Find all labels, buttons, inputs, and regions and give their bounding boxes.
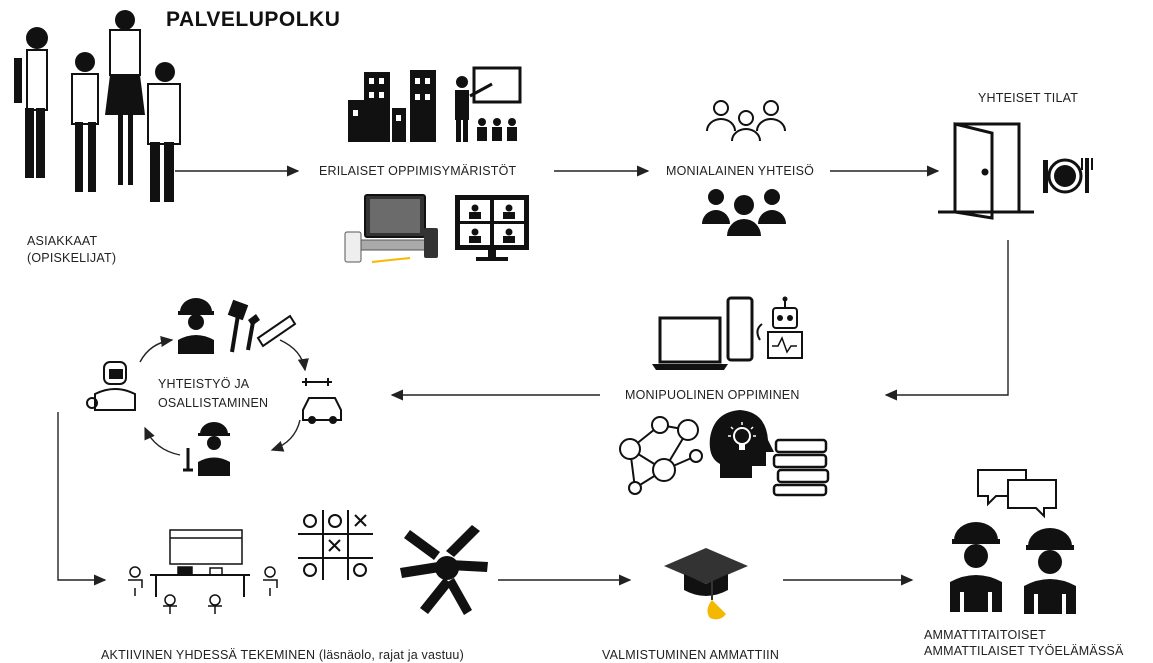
network-people-icon bbox=[619, 416, 703, 495]
tic-tac-toe-icon bbox=[298, 510, 373, 580]
community-outline-icon bbox=[706, 100, 786, 142]
label-multidisciplinary-community: MONIALAINEN YHTEISÖ bbox=[666, 164, 815, 178]
graduation-cap-icon bbox=[664, 548, 748, 620]
label-clients: ASIAKKAAT (OPISKELIJAT) bbox=[27, 234, 117, 265]
students-group-icon bbox=[14, 10, 181, 202]
label-learning-environments: ERILAISET OPPIMISYMÄRISTÖT bbox=[319, 164, 517, 178]
video-conference-icon bbox=[455, 195, 529, 261]
cooperation-cycle-arrows bbox=[139, 335, 309, 456]
books-icon bbox=[772, 438, 830, 497]
flow-arrows bbox=[57, 165, 1009, 586]
meeting-room-icon bbox=[128, 529, 278, 614]
community-filled-icon bbox=[702, 189, 786, 236]
car-repair-icon bbox=[302, 378, 342, 424]
professionals-icon bbox=[950, 522, 1076, 614]
welder-icon bbox=[86, 361, 136, 411]
diagram-title: PALVELUPOLKU bbox=[166, 8, 341, 31]
laptop-phone-robot-icon bbox=[652, 296, 803, 370]
label-versatile-learning: MONIPUOLINEN OPPIMINEN bbox=[625, 388, 800, 402]
electrician-icon bbox=[183, 422, 230, 476]
label-active-doing: AKTIIVINEN YHDESSÄ TEKEMINEN (läsnäolo, … bbox=[101, 648, 464, 662]
plate-cutlery-icon bbox=[1043, 158, 1093, 194]
label-shared-spaces: YHTEISET TILAT bbox=[978, 91, 1079, 105]
head-lightbulb-icon bbox=[709, 410, 774, 478]
teacher-presentation-icon bbox=[455, 66, 522, 142]
hands-together-icon bbox=[400, 525, 488, 615]
label-cooperation: YHTEISTYÖ JA OSALLISTAMINEN bbox=[158, 377, 269, 410]
buildings-icon bbox=[348, 70, 436, 142]
label-professionals: AMMATTITAITOISET AMMATTILAISET TYÖELÄMÄS… bbox=[924, 628, 1124, 658]
door-icon bbox=[938, 122, 1034, 220]
arrow-cooperation-to-active bbox=[57, 412, 107, 586]
devices-icon bbox=[344, 194, 438, 263]
arrow-spaces-to-learning bbox=[884, 240, 1009, 401]
construction-worker-tools-icon bbox=[178, 298, 297, 354]
speech-bubbles-icon bbox=[977, 469, 1057, 519]
label-graduation: VALMISTUMINEN AMMATTIIN bbox=[602, 648, 780, 662]
